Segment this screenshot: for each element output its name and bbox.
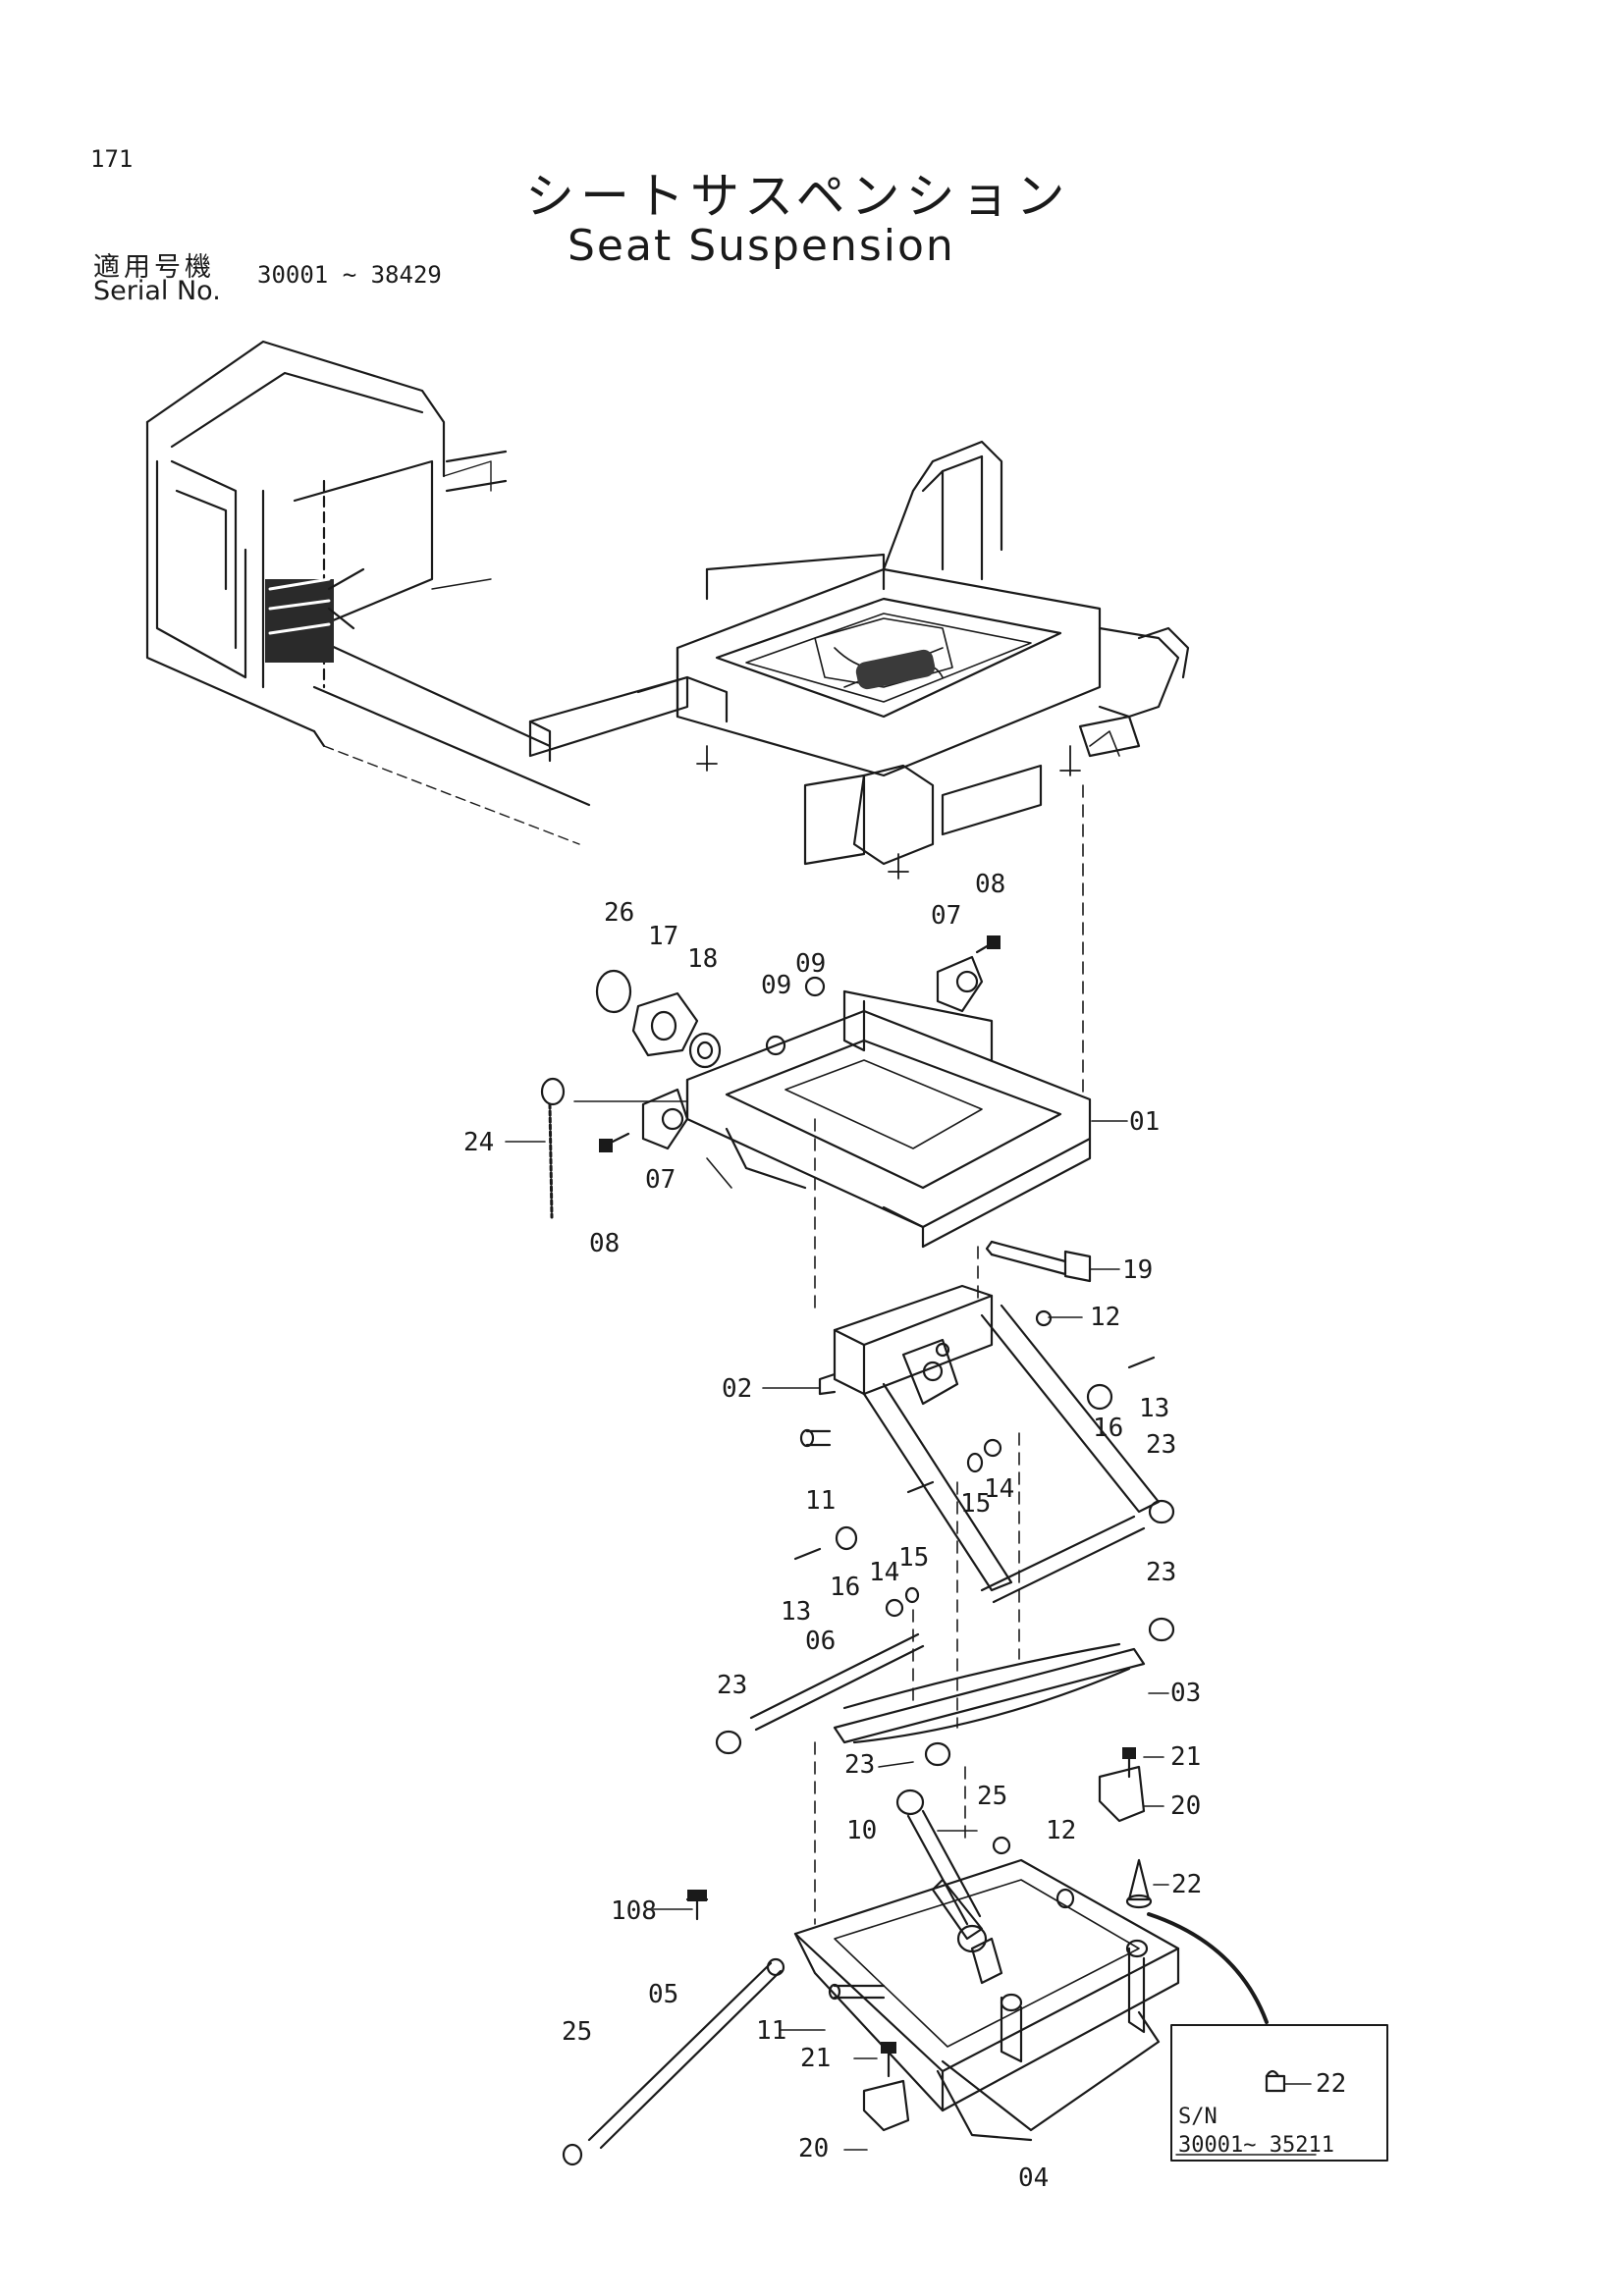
- callout-23-mid: 23: [1146, 1558, 1176, 1587]
- callout-07-right: 07: [931, 901, 961, 931]
- callout-26: 26: [604, 898, 634, 928]
- callout-23-upper: 23: [1146, 1430, 1176, 1460]
- part-04-base: [793, 1858, 1180, 2142]
- inset-pointer: [1147, 1912, 1269, 2024]
- callout-01: 01: [1129, 1107, 1160, 1137]
- callout-12-upper: 12: [1090, 1303, 1120, 1332]
- callout-13-left: 13: [781, 1597, 811, 1627]
- page-title: Seat Suspension: [568, 221, 955, 271]
- pins-and-bolts: [793, 1309, 1156, 1618]
- part-02-upper-housing: [818, 1284, 994, 1406]
- callout-16-right: 16: [1093, 1414, 1123, 1443]
- callout-20-right: 20: [1170, 1791, 1201, 1821]
- callout-22-inset: 22: [1316, 2069, 1346, 2099]
- serial-range: 30001 ~ 38429: [257, 261, 442, 289]
- part-06-rod: [749, 1632, 925, 1732]
- callout-11-upper: 11: [805, 1486, 836, 1516]
- part-01-upper-frame: [685, 989, 1092, 1249]
- part-08-bolt-right: [975, 935, 1001, 954]
- bushings: [715, 1499, 1175, 1767]
- callout-12-lower: 12: [1046, 1816, 1076, 1845]
- small-parts-lower: [562, 1747, 1153, 2166]
- page-number: 171: [90, 145, 134, 173]
- part-19-pin: [985, 1240, 1092, 1283]
- inset-label: S/N: [1178, 2105, 1217, 2129]
- callout-17: 17: [648, 922, 678, 951]
- part-09-nut-a: [765, 1035, 786, 1056]
- callout-08-right: 08: [975, 870, 1005, 899]
- callout-06: 06: [805, 1627, 836, 1656]
- callout-02: 02: [722, 1374, 752, 1404]
- callout-21-left: 21: [800, 2044, 831, 2073]
- callout-14-lower: 14: [869, 1558, 899, 1587]
- callout-09-right: 09: [795, 949, 826, 979]
- callout-10: 10: [846, 1816, 877, 1845]
- callout-labels: 01 02 03 04 05 06 07 07 08 08 09 09 10 1…: [463, 870, 1346, 2193]
- part-17-knob: [631, 991, 699, 1057]
- serial-label-japanese: 適用号機: [93, 252, 215, 283]
- seat-base-frame: [528, 440, 1190, 880]
- part-26-cap: [595, 969, 632, 1014]
- callout-11-lower: 11: [756, 2016, 786, 2046]
- part-08-bolt-left: [599, 1132, 630, 1152]
- part-07-bracket-right: [936, 955, 984, 1013]
- callout-25-lower: 25: [562, 2017, 592, 2047]
- callout-15-lower: 15: [898, 1543, 929, 1573]
- callout-21-right: 21: [1170, 1742, 1201, 1772]
- callout-03: 03: [1170, 1679, 1201, 1708]
- reference-lines: [573, 784, 1084, 1925]
- callout-25-upper: 25: [977, 1782, 1007, 1811]
- part-05-rod: [587, 1957, 785, 2150]
- part-18-collar: [688, 1032, 722, 1069]
- callout-24: 24: [463, 1128, 494, 1157]
- callout-23-left: 23: [717, 1671, 747, 1700]
- callout-14-upper: 14: [984, 1474, 1014, 1504]
- callout-22: 22: [1171, 1870, 1202, 1899]
- inset-range: 30001~ 35211: [1178, 2133, 1334, 2158]
- inset-box: [1170, 2024, 1388, 2162]
- callout-09-left: 09: [761, 971, 791, 1000]
- part-24-chain: [540, 1077, 566, 1219]
- leader-lines: [505, 1120, 1169, 2151]
- callout-13-right: 13: [1139, 1394, 1169, 1423]
- part-10-damper: [895, 1789, 988, 1953]
- callout-08-left: 08: [589, 1229, 620, 1258]
- page-title-japanese: シートサスペンション: [525, 168, 1071, 225]
- callout-19: 19: [1122, 1255, 1153, 1285]
- callout-20-left: 20: [798, 2134, 829, 2163]
- part-09-nut-b: [804, 976, 826, 997]
- callout-23-lower: 23: [844, 1750, 875, 1780]
- callout-15-upper: 15: [960, 1489, 991, 1519]
- callout-05: 05: [648, 1980, 678, 2009]
- serial-label: Serial No.: [93, 276, 221, 306]
- part-07-bracket-left: [641, 1088, 689, 1150]
- callout-18: 18: [687, 944, 718, 974]
- part-03-lower-arm: [833, 1642, 1146, 1744]
- callout-04: 04: [1018, 2163, 1049, 2193]
- callout-16-left: 16: [830, 1573, 860, 1602]
- callout-07-left: 07: [645, 1165, 676, 1195]
- cab-overview-illustration: [145, 340, 591, 845]
- callout-108: 108: [611, 1896, 657, 1926]
